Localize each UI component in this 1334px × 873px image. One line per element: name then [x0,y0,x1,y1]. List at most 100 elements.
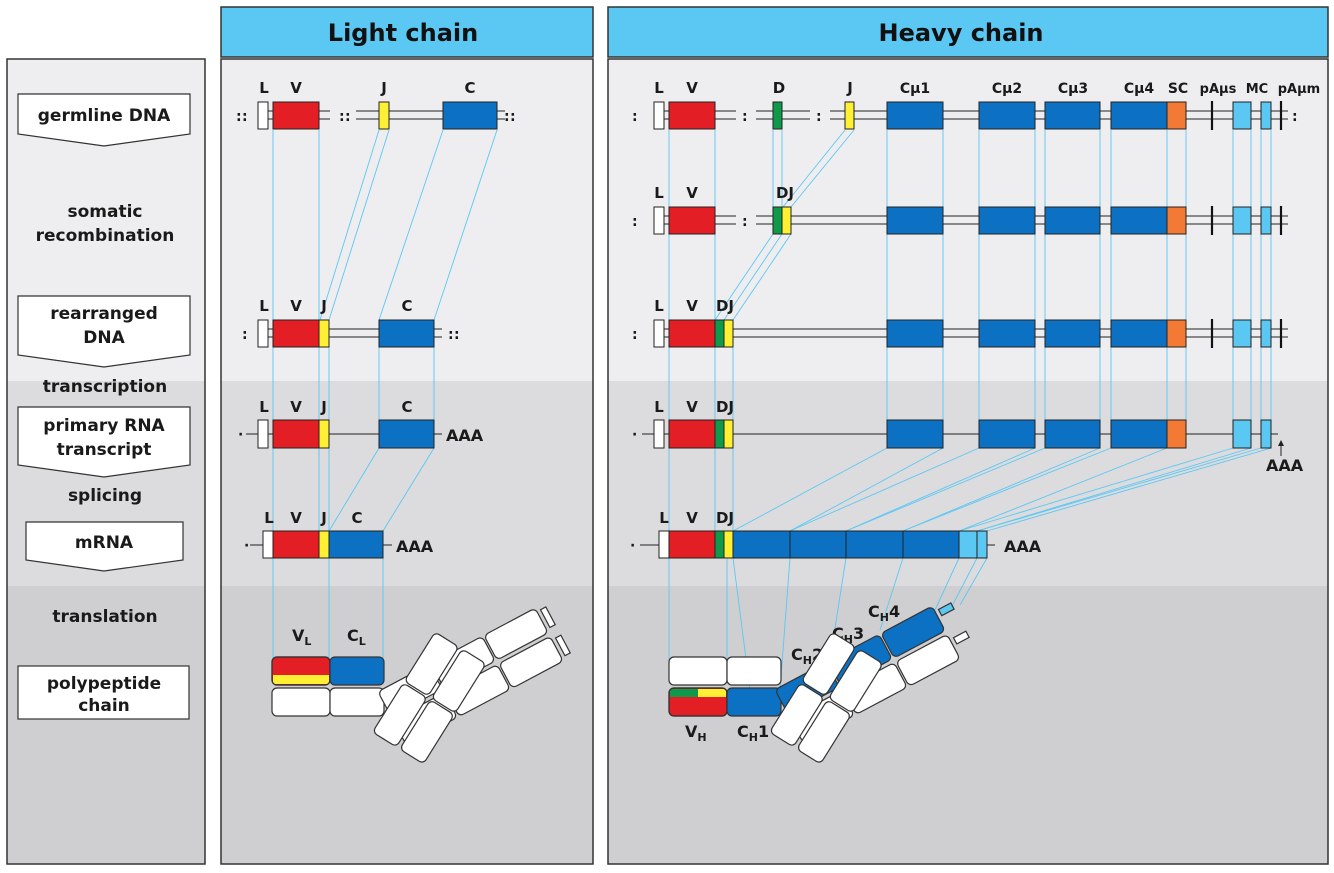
heavy-rearranged-l-label: L [654,297,664,315]
light-antibody-illustration: VL CL [271,606,572,763]
heavy-mrna-l-label: L [659,509,669,527]
heavy-germline-l-label: L [654,79,664,97]
light-cl-domain [329,656,385,686]
heavy-germline-cmu4-segment [1110,101,1168,130]
heavy-germline-row: : : : : L V D J Cμ1 Cμ2 Cμ3 Cμ4 SC [632,79,1320,130]
step-polypeptide-line1: polypeptide [47,674,161,694]
light-rearranged-c-segment [378,319,435,348]
step-somatic-line1: somatic [67,202,142,222]
step-somatic-line2: recombination [36,226,175,246]
heavy-germline-j-segment [844,101,855,130]
heavy-vh-domain [668,687,728,717]
heavy-germline-v-label: V [686,79,698,97]
svg-text::: : [345,109,351,125]
heavy-somatic-row: : : L V DJ [632,184,1288,235]
svg-text::: : [242,327,248,343]
light-primary-row: · L V J C AAA [238,398,484,449]
light-rearranged-c-label: C [401,297,412,315]
panel-backgrounds [6,58,1329,865]
light-germline-l-segment [257,101,269,130]
heavy-cmu3-label: Cμ3 [1058,81,1088,97]
heavy-ch1-domain [726,687,782,717]
heavy-germline-cmu3-segment [1044,101,1101,130]
heavy-somatic-l-label: L [654,184,664,202]
heavy-germline-v-segment [668,101,716,130]
step-transcription: transcription [43,377,167,397]
heavy-germline-l-segment [653,101,665,130]
heavy-mrna-row: · L V DJ AAA [630,509,1042,559]
heavy-rearranged-row: : L V DJ [632,297,1288,348]
light-chain-panel: : : : : : : L V J C : : : L V [236,79,572,763]
light-mrna-j-label: J [320,509,327,527]
light-primary-c-label: C [401,398,412,416]
light-germline-c-segment [442,101,498,130]
heavy-germline-d-label: D [773,79,785,97]
light-germline-v-label: V [290,79,302,97]
heavy-ch4-domain [882,607,945,657]
light-germline-j-segment [378,101,390,130]
light-primary-c-segment [378,419,435,449]
heavy-germline-d-segment [772,101,783,130]
light-mrna-c-label: C [351,509,362,527]
heavy-chain-panel: : : : : L V D J Cμ1 Cμ2 Cμ3 Cμ4 SC [630,79,1320,763]
svg-text::: : [448,327,454,343]
light-mrna-v-segment [272,530,320,559]
heavy-germline-cmu1-segment [886,101,944,130]
heavy-primary-l-label: L [654,398,664,416]
light-vl-label: VL [292,626,311,648]
light-rearranged-j-label: J [320,297,327,315]
light-primary-l-label: L [259,398,269,416]
svg-text::: : [242,109,248,125]
heavy-mc-label: MC [1246,82,1268,97]
step-primary-line1: primary RNA [43,416,165,436]
step-somatic-recombination: somatic recombination [36,202,175,246]
heavy-germline-sc-segment [1166,101,1187,130]
light-mrna-l-label: L [264,509,274,527]
heavy-sc-label: SC [1168,81,1188,97]
light-primary-polya: AAA [446,426,484,445]
light-mrna-row: · L V J C AAA [244,509,434,559]
svg-text:·: · [244,538,249,554]
heavy-somatic-dj-label: DJ [776,184,794,202]
light-germline-row: : : : : : : L V J C [236,79,516,130]
heavy-pamus-label: pAμs [1200,82,1237,97]
step-rearranged-dna: rearranged DNA [17,295,191,368]
heavy-vh-label: VH [685,722,707,744]
svg-text::: : [632,214,638,230]
step-primary-line2: transcript [57,440,152,460]
step-rearranged-line2: DNA [83,328,125,348]
heavy-ch4-label: CH4 [868,602,900,624]
light-mrna-j-segment [318,530,330,559]
light-germline-l-label: L [259,79,269,97]
light-germline-dots-left: : [236,109,242,125]
light-vl-domain [271,656,331,686]
light-chain-title: Light chain [328,19,478,47]
svg-text:·: · [630,538,635,554]
heavy-primary-row: · L V DJ AAA [632,398,1304,475]
step-translation: translation [52,607,157,627]
light-mrna-polya: AAA [396,537,434,556]
step-splicing: splicing [68,486,142,506]
light-rearranged-v-segment [272,319,320,348]
step-primary-rna: primary RNA transcript [17,406,191,478]
light-primary-v-label: V [290,398,302,416]
light-rearranged-row: : : : L V J C [242,297,460,348]
heavy-chain-header: Heavy chain [607,6,1329,58]
svg-text::: : [632,327,638,343]
light-germline-j-label: J [380,79,387,97]
heavy-ch1-label: CH1 [737,722,769,744]
light-rearranged-l-segment [257,319,269,348]
light-rearranged-v-label: V [290,297,302,315]
heavy-germline-j-label: J [846,79,853,97]
heavy-primary-dj-label: DJ [716,398,734,416]
svg-text::: : [510,109,516,125]
step-polypeptide: polypeptide chain [17,665,190,720]
light-primary-j-segment [318,419,330,449]
light-rearranged-j-segment [318,319,330,348]
step-germline-label: germline DNA [38,106,171,126]
svg-text::: : [816,109,822,125]
heavy-mrna-polya: AAA [1004,537,1042,556]
svg-text:·: · [632,427,637,443]
